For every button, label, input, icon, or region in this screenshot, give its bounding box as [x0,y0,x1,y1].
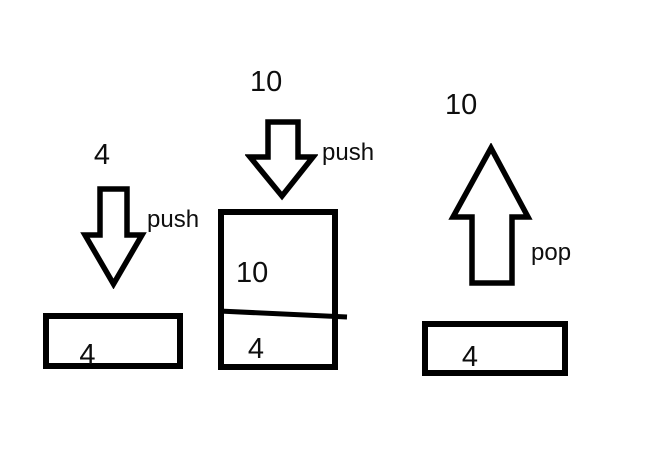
operation-label-push: push [322,139,375,166]
operation-label-push: push [147,206,200,233]
stack-cell-value: 4 [247,333,265,365]
stack-cell-value: 4 [461,341,479,373]
stack-cell-divider-line [218,308,348,320]
stack-cell-value: 10 [236,257,269,289]
pop-up-arrow-icon [448,143,533,286]
operation-label-pop: pop [531,239,572,266]
stack-cell-value: 4 [79,339,96,371]
popped-value-label: 10 [445,89,478,121]
incoming-value-label: 4 [93,139,111,171]
stack-box [218,209,338,370]
stack-box [43,313,183,369]
incoming-value-label: 10 [250,66,283,98]
stack-box [422,321,568,376]
push-down-arrow-icon [245,119,318,201]
push-down-arrow-icon [80,186,147,289]
